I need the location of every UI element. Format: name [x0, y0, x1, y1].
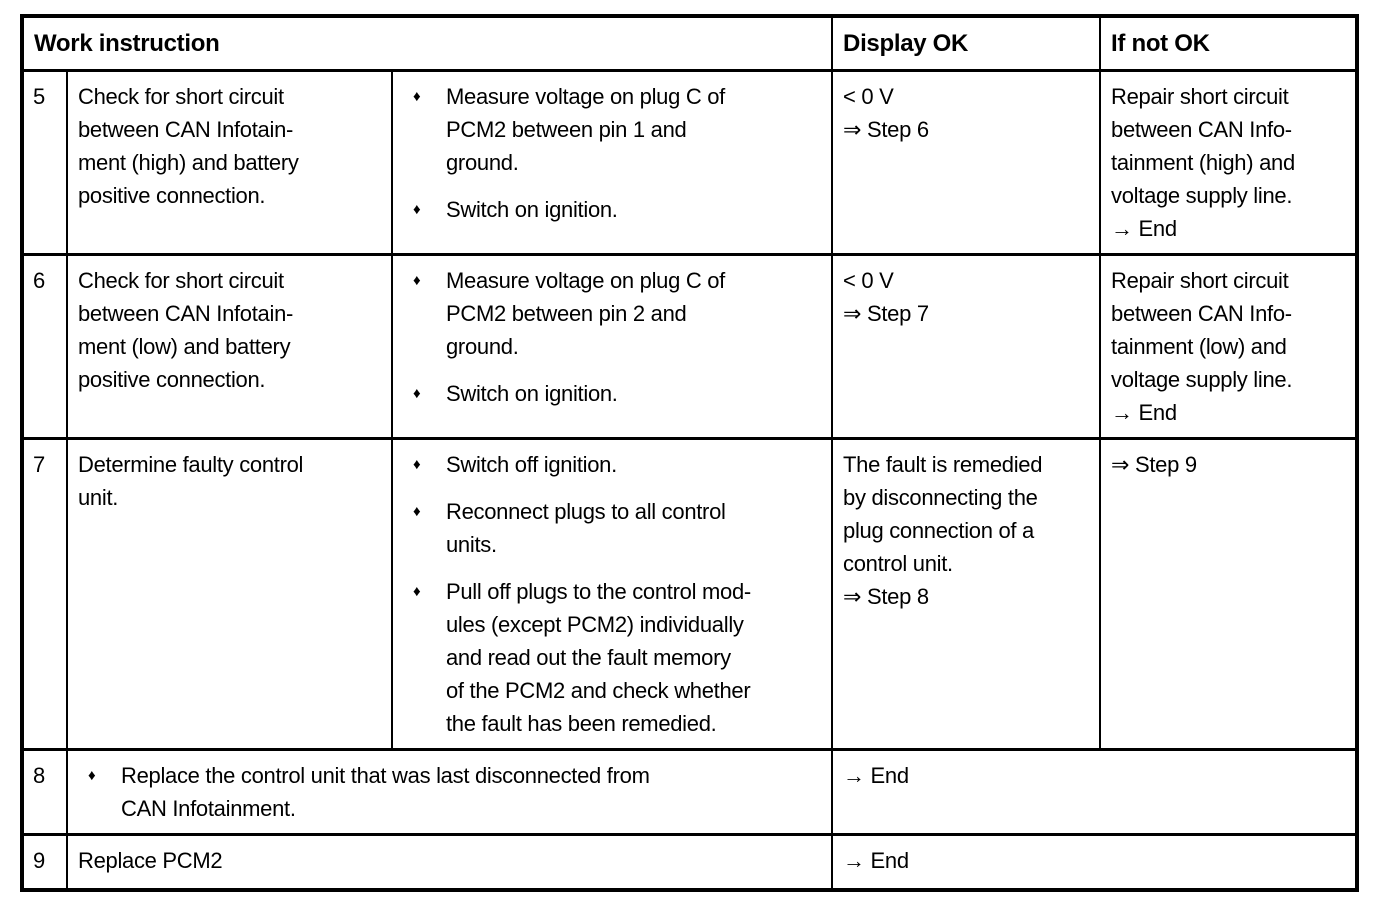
step-number: 6 [21, 253, 68, 440]
if-not-ok-cell: ⇒ Step 9 [1099, 437, 1359, 751]
action-list: ♦ Measure voltage on plug C of PCM2 betw… [390, 69, 834, 256]
diagnostic-table: Work instruction Display OK If not OK 5 … [20, 14, 1360, 892]
action-item: ♦ Switch off ignition. [394, 448, 825, 481]
table-row-step-8: 8 ♦ Replace the control unit that was la… [21, 748, 1359, 836]
result-cell: → End [831, 748, 1359, 836]
step-number: 5 [21, 69, 68, 256]
action-item: ♦ Reconnect plugs to all control units. [394, 495, 825, 561]
bullet-diamond-icon: ♦ [413, 583, 421, 600]
action-text: Replace the control unit that was last d… [121, 763, 650, 821]
bullet-diamond-icon: ♦ [413, 385, 421, 402]
bullet-diamond-icon: ♦ [413, 503, 421, 520]
action-text: Switch on ignition. [446, 197, 618, 222]
action-item: ♦ Pull off plugs to the control mod- ule… [394, 575, 825, 740]
action-text: Reconnect plugs to all control units. [446, 499, 726, 557]
action-text: Switch on ignition. [446, 381, 618, 406]
bullet-diamond-icon: ♦ [413, 456, 421, 473]
action-item: ♦ Switch on ignition. [394, 377, 825, 410]
action-item: ♦ Replace the control unit that was last… [69, 759, 825, 825]
step-number: 8 [21, 748, 68, 836]
instruction-description: Check for short circuit between CAN Info… [66, 253, 393, 440]
display-ok-cell: < 0 V ⇒ Step 6 [831, 69, 1102, 256]
bullet-diamond-icon: ♦ [413, 272, 421, 289]
display-ok-cell: The fault is remedied by disconnecting t… [831, 437, 1102, 751]
step-number: 9 [21, 833, 68, 891]
action-text: Pull off plugs to the control mod- ules … [446, 579, 751, 736]
header-row: Work instruction Display OK If not OK [20, 14, 1359, 72]
table-row-step-6: 6 Check for short circuit between CAN In… [21, 253, 1359, 440]
action-text: Measure voltage on plug C of PCM2 betwee… [446, 268, 725, 359]
bullet-diamond-icon: ♦ [413, 201, 421, 218]
action-item: ♦ Measure voltage on plug C of PCM2 betw… [394, 264, 825, 363]
bullet-diamond-icon: ♦ [413, 88, 421, 105]
action-item: ♦ Switch on ignition. [394, 193, 825, 226]
action-list: ♦ Replace the control unit that was last… [65, 748, 834, 836]
step-number: 7 [21, 437, 68, 751]
header-work-instruction: Work instruction [20, 14, 834, 72]
action-list: ♦ Measure voltage on plug C of PCM2 betw… [390, 253, 834, 440]
if-not-ok-cell: Repair short circuit between CAN Info- t… [1099, 69, 1359, 256]
instruction-description: Check for short circuit between CAN Info… [66, 69, 393, 256]
instruction-description: Determine faulty control unit. [66, 437, 393, 751]
header-display-ok: Display OK [831, 14, 1102, 72]
if-not-ok-cell: Repair short circuit between CAN Info- t… [1099, 253, 1359, 440]
result-cell: → End [831, 833, 1359, 891]
display-ok-cell: < 0 V ⇒ Step 7 [831, 253, 1102, 440]
action-text: Switch off ignition. [446, 452, 617, 477]
action-text: Measure voltage on plug C of PCM2 betwee… [446, 84, 725, 175]
header-if-not-ok: If not OK [1099, 14, 1359, 72]
table-row-step-9: 9 Replace PCM2 → End [21, 833, 1359, 891]
instruction-description: Replace PCM2 [65, 833, 834, 891]
action-list: ♦ Switch off ignition. ♦ Reconnect plugs… [390, 437, 834, 751]
action-item: ♦ Measure voltage on plug C of PCM2 betw… [394, 80, 825, 179]
bullet-diamond-icon: ♦ [88, 767, 96, 784]
table-row-step-7: 7 Determine faulty control unit. ♦ Switc… [21, 437, 1359, 751]
table-row-step-5: 5 Check for short circuit between CAN In… [21, 69, 1359, 256]
